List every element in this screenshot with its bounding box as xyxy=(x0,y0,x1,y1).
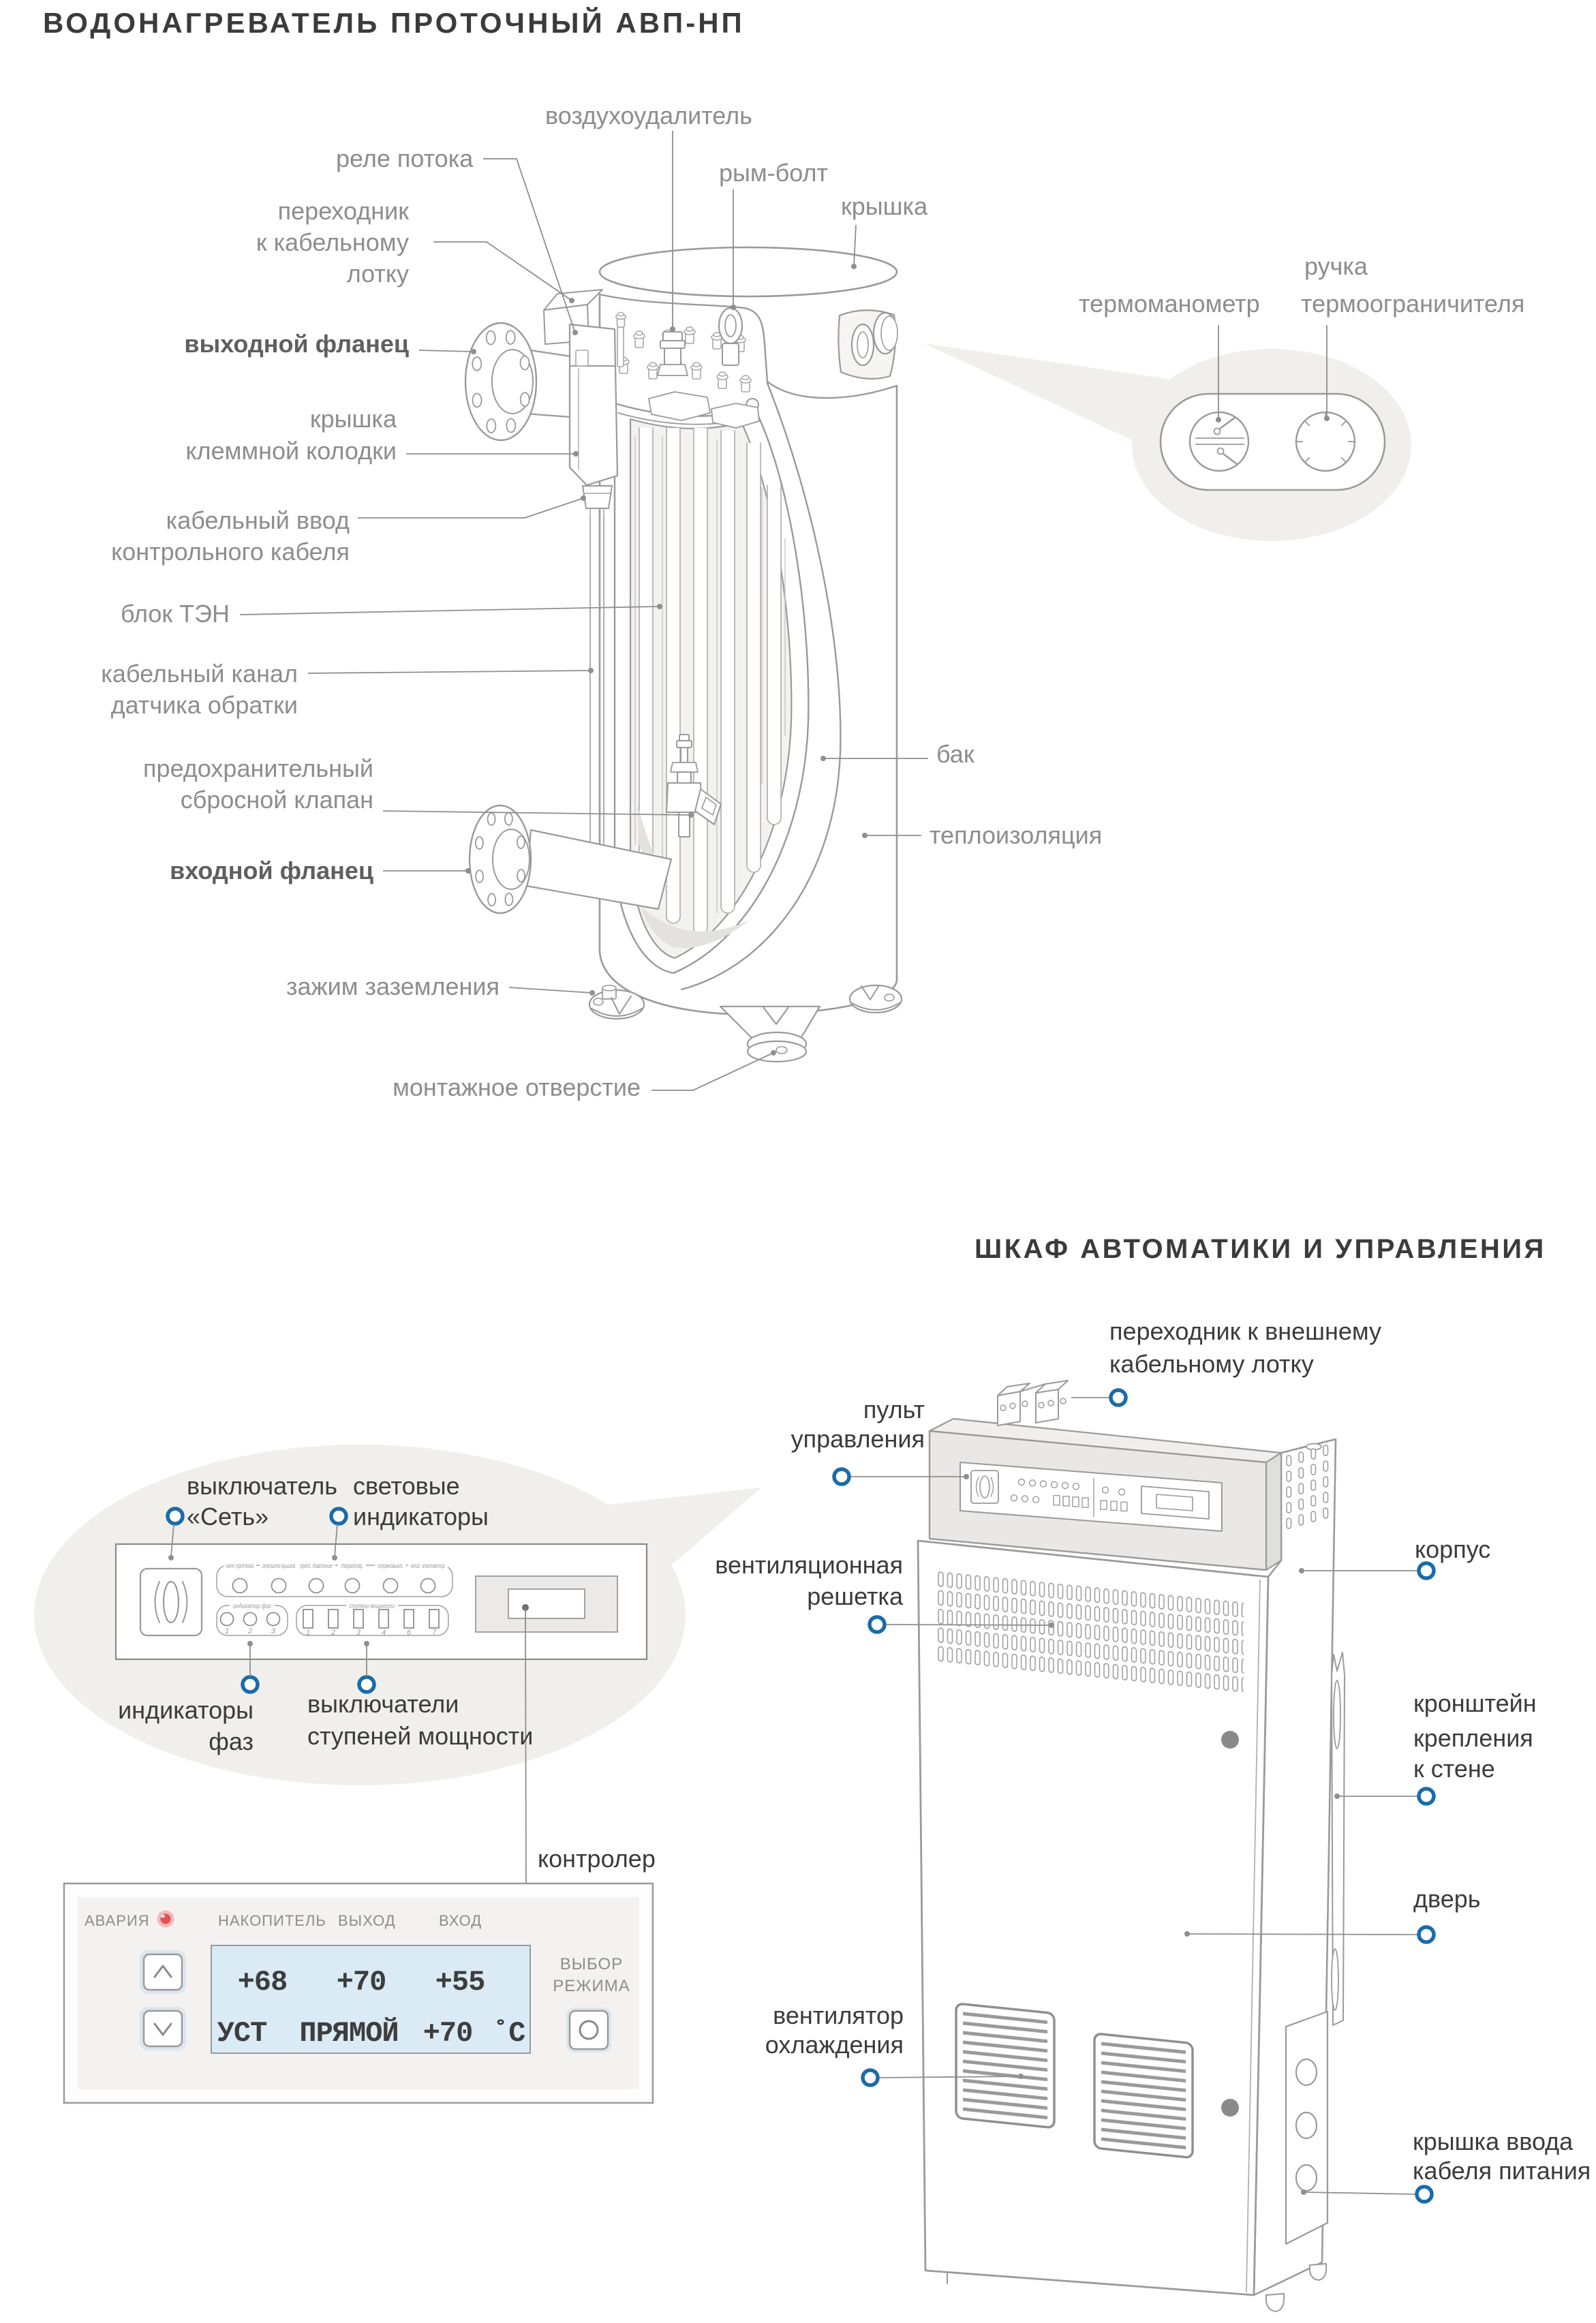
svg-text:крышка ввода: крышка ввода xyxy=(1413,2127,1574,2155)
svg-text:к кабельному: к кабельному xyxy=(256,228,409,256)
svg-text:термоогр.: термоогр. xyxy=(341,1563,364,1570)
svg-text:выходной фланец: выходной фланец xyxy=(184,330,409,358)
svg-text:лотку: лотку xyxy=(347,260,409,288)
svg-text:переходник: переходник xyxy=(278,197,410,225)
svg-text:сбросной клапан: сбросной клапан xyxy=(181,786,373,814)
svg-text:монтажное отверстие: монтажное отверстие xyxy=(393,1073,641,1101)
svg-text:воздухоудалитель: воздухоудалитель xyxy=(545,102,752,129)
svg-text:выключатель: выключатель xyxy=(187,1472,337,1500)
svg-text:зажим заземления: зажим заземления xyxy=(286,972,500,1000)
svg-text:к стене: к стене xyxy=(1413,1755,1495,1783)
svg-text:фаз: фаз xyxy=(209,1727,254,1755)
svg-text:термоманометр: термоманометр xyxy=(1079,290,1260,318)
svg-text:реле потока: реле потока xyxy=(336,144,474,172)
svg-text:крышка: крышка xyxy=(841,192,928,220)
svg-text:ступени мощности: ступени мощности xyxy=(350,1603,395,1610)
svg-text:ПРЯМОЙ: ПРЯМОЙ xyxy=(299,2016,398,2050)
svg-text:индикаторы: индикаторы xyxy=(118,1696,254,1724)
svg-text:контролер: контролер xyxy=(538,1845,656,1873)
svg-text:«Сеть»: «Сеть» xyxy=(187,1503,268,1530)
svg-text:крепления: крепления xyxy=(1413,1724,1533,1752)
svg-text:кабельный канал: кабельный канал xyxy=(101,660,298,688)
svg-text:индикатор фаз: индикатор фаз xyxy=(233,1602,271,1610)
svg-text:выключатели: выключатели xyxy=(307,1690,459,1718)
svg-text:ступеней мощности: ступеней мощности xyxy=(307,1722,533,1750)
svg-text:АВАРИЯ: АВАРИЯ xyxy=(85,1912,150,1929)
svg-text:+55: +55 xyxy=(435,1966,485,1999)
svg-text:корпус: корпус xyxy=(1415,1535,1490,1563)
svg-text:вентиляционная: вентиляционная xyxy=(715,1551,903,1579)
svg-text:блок ТЭН: блок ТЭН xyxy=(121,600,230,628)
svg-text:˚С: ˚С xyxy=(492,2017,525,2050)
svg-text:индикаторы: индикаторы xyxy=(353,1503,489,1530)
svg-text:ВХОД: ВХОД xyxy=(439,1912,482,1929)
svg-text:1: 1 xyxy=(225,1627,229,1635)
svg-text:УСТ: УСТ xyxy=(217,2017,267,2050)
svg-text:неис. контактор: неис. контактор xyxy=(411,1563,445,1570)
svg-text:предохранительный: предохранительный xyxy=(143,754,373,782)
svg-text:ШКАФ АВТОМАТИКИ И УПРАВЛЕНИЯ: ШКАФ АВТОМАТИКИ И УПРАВЛЕНИЯ xyxy=(975,1234,1546,1264)
svg-text:НАКОПИТЕЛЬ: НАКОПИТЕЛЬ xyxy=(218,1912,326,1929)
svg-text:вентилятор: вентилятор xyxy=(773,2001,904,2029)
svg-text:кабельный ввод: кабельный ввод xyxy=(166,506,350,534)
svg-text:датчика обратки: датчика обратки xyxy=(111,691,298,719)
svg-text:7: 7 xyxy=(432,1629,437,1637)
svg-text:1: 1 xyxy=(306,1629,310,1637)
svg-text:ВЫХОД: ВЫХОД xyxy=(338,1912,396,1929)
svg-text:ВЫБОР: ВЫБОР xyxy=(560,1955,623,1973)
svg-text:+68: +68 xyxy=(238,1966,288,1999)
svg-text:решетка: решетка xyxy=(807,1582,904,1610)
svg-text:3: 3 xyxy=(271,1627,276,1635)
svg-text:ВОДОНАГРЕВАТЕЛЬ ПРОТОЧНЫЙ АВП-: ВОДОНАГРЕВАТЕЛЬ ПРОТОЧНЫЙ АВП-НП xyxy=(43,6,745,39)
svg-text:управления: управления xyxy=(791,1425,925,1453)
svg-text:бак: бак xyxy=(936,740,975,768)
svg-text:ручка: ручка xyxy=(1304,252,1368,280)
svg-text:+70: +70 xyxy=(337,1966,386,1999)
svg-text:термоограничителя: термоограничителя xyxy=(1301,290,1524,318)
svg-text:переходник к внешнему: переходник к внешнему xyxy=(1109,1317,1381,1345)
svg-text:2: 2 xyxy=(331,1629,335,1637)
svg-text:4: 4 xyxy=(382,1629,386,1637)
svg-text:охлаждения: охлаждения xyxy=(765,2031,904,2059)
svg-text:нет протока: нет протока xyxy=(226,1563,254,1570)
svg-text:3: 3 xyxy=(356,1629,361,1637)
svg-text:контрольного кабеля: контрольного кабеля xyxy=(111,538,350,566)
svg-text:термовыкл.: термовыкл. xyxy=(378,1563,403,1570)
svg-text:6: 6 xyxy=(407,1629,412,1637)
svg-text:пред. давление: пред. давление xyxy=(300,1563,333,1570)
svg-text:дверь: дверь xyxy=(1413,1885,1481,1913)
svg-text:открыта крышка: открыта крышка xyxy=(262,1563,295,1570)
svg-text:кабеля питания: кабеля питания xyxy=(1413,2157,1591,2185)
svg-text:входной фланец: входной фланец xyxy=(170,857,373,884)
svg-text:РЕЖИМА: РЕЖИМА xyxy=(553,1977,630,1995)
svg-text:световые: световые xyxy=(353,1472,460,1500)
svg-text:клеммной колодки: клеммной колодки xyxy=(185,437,397,465)
svg-text:теплоизоляция: теплоизоляция xyxy=(930,821,1102,849)
svg-text:кабельному лотку: кабельному лотку xyxy=(1109,1350,1314,1378)
svg-text:рым-болт: рым-болт xyxy=(719,159,828,187)
svg-text:кронштейн: кронштейн xyxy=(1413,1689,1537,1717)
svg-text:пульт: пульт xyxy=(863,1396,925,1424)
svg-text:+70: +70 xyxy=(423,2017,473,2050)
svg-text:2: 2 xyxy=(247,1627,252,1635)
svg-text:крышка: крышка xyxy=(310,405,397,433)
